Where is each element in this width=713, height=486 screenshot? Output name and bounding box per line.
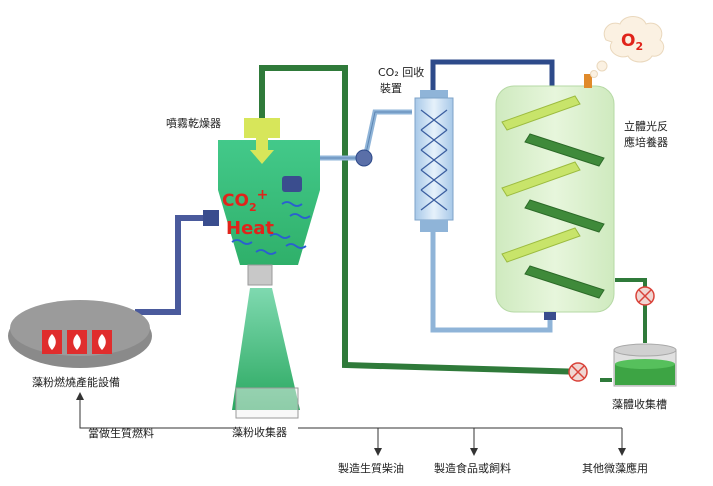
- green-return-pipe: [259, 65, 586, 375]
- label-co2-recovery-2: 裝置: [380, 82, 402, 95]
- dryer-side-inlet: [203, 210, 219, 226]
- label-photobioreactor-1: 立體光反: [624, 119, 668, 133]
- co2-text: CO2+: [222, 187, 268, 214]
- label-food-feed: 製造食品或飼料: [434, 461, 511, 475]
- co2-recovery-column: [355, 90, 454, 232]
- fire-icon: [42, 330, 112, 354]
- heat-waves: [231, 201, 311, 255]
- spray-nozzle: [244, 118, 280, 138]
- algae-collection-tank: [613, 343, 677, 387]
- arrowheads: [76, 392, 626, 456]
- dryer-outlet: [282, 176, 302, 192]
- label-photobioreactor-2: 應培養器: [624, 135, 668, 149]
- label-collection-tank: 藻體收集槽: [612, 397, 667, 411]
- reactor-plates: [501, 95, 605, 299]
- navy-top-pipe: [430, 59, 555, 92]
- label-co2-recovery-1: CO₂ 回收: [378, 65, 424, 79]
- label-combustion: 藻粉燃燒產能設備: [32, 375, 120, 389]
- label-powder-collector: 藻粉收集器: [232, 425, 287, 439]
- powder-collector: [232, 288, 300, 419]
- spray-dryer: CO2+ Heat: [203, 118, 320, 286]
- reactor-to-tank-pipe: [615, 278, 647, 343]
- label-other-uses: 其他微藻應用: [582, 461, 648, 475]
- pump-icon: [355, 149, 373, 167]
- valve-icon: [568, 362, 588, 382]
- column-to-reactor-pipe: [430, 232, 553, 333]
- label-spray-dryer: 噴霧乾燥器: [166, 117, 221, 130]
- valve-icon: [635, 286, 655, 306]
- svg-text:O2: O2: [621, 31, 643, 53]
- label-biodiesel: 製造生質柴油: [338, 461, 404, 475]
- o2-cloud: O2: [590, 16, 665, 78]
- heat-text: Heat: [226, 218, 274, 239]
- output-arrows: [79, 398, 623, 450]
- label-biomass-fuel: 當做生質燃料: [88, 426, 154, 440]
- combustion-to-dryer-pipe: [135, 215, 204, 315]
- combustion-device: [8, 300, 152, 368]
- photobioreactor: [495, 74, 615, 320]
- nozzle-arrow: [250, 138, 274, 164]
